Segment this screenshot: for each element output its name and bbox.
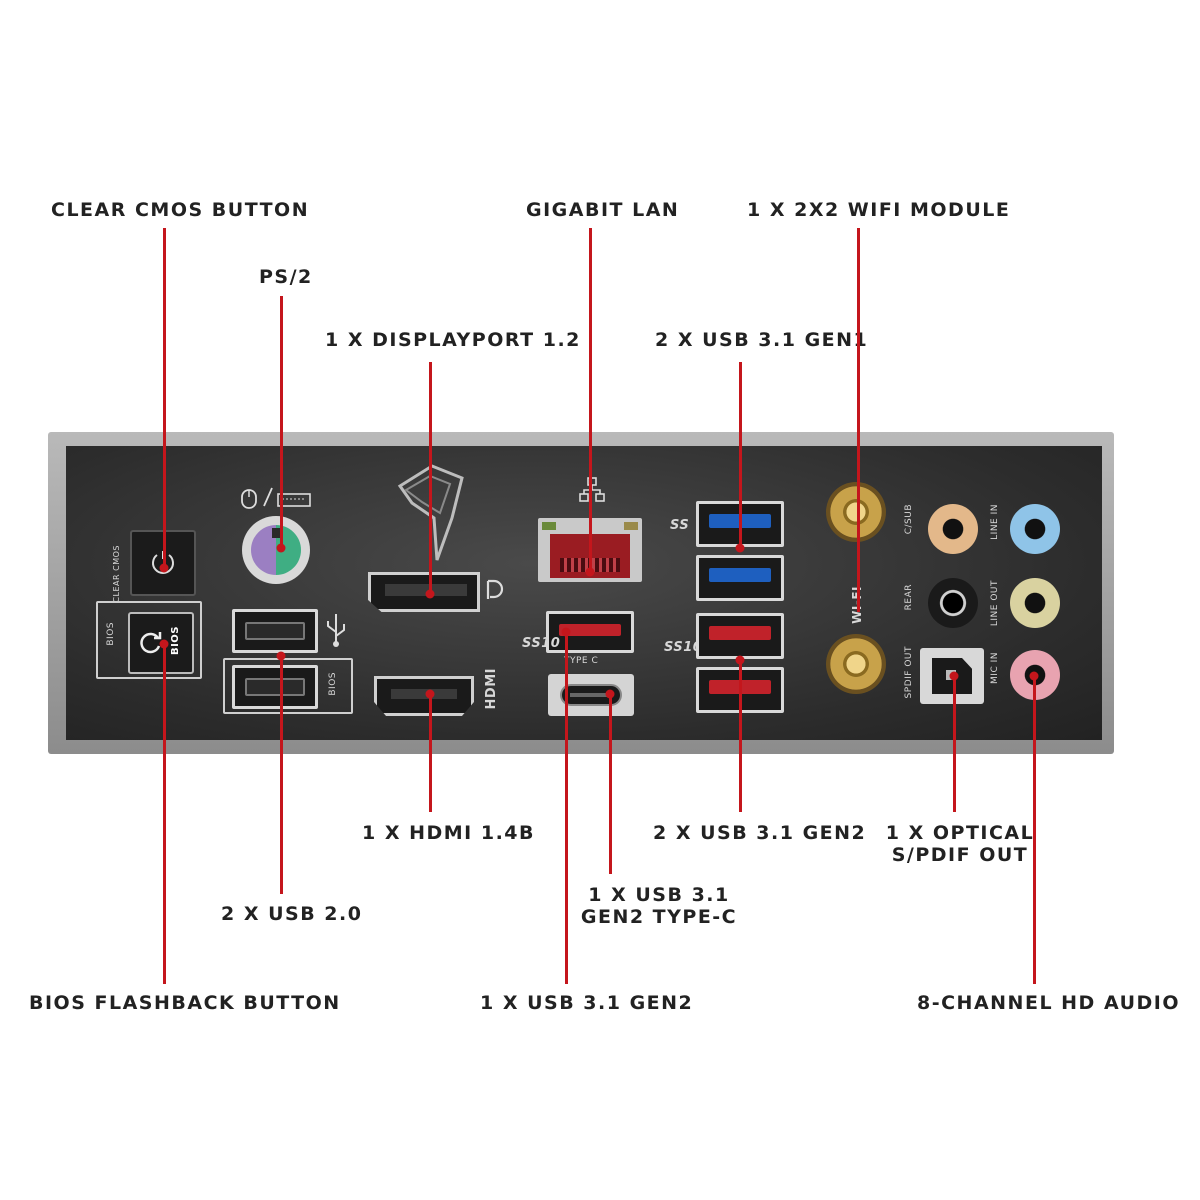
hdmi-panel-label: HDMI <box>484 668 499 710</box>
ss10-label-a: SS10 <box>522 636 561 651</box>
usb20-port-top[interactable] <box>232 609 318 653</box>
usb-icon <box>327 614 345 647</box>
leader-clear-cmos <box>163 228 166 568</box>
leader-dot-bios-flashback <box>159 639 169 649</box>
hdmi-port[interactable] <box>374 676 474 716</box>
gigabit-lan-callout: GIGABIT LAN <box>526 199 680 221</box>
ss-label: SS <box>670 518 690 533</box>
leader-dot-clear-cmos <box>159 563 169 573</box>
leader-dot-typec <box>605 689 615 699</box>
leader-dot-hdmi <box>425 689 435 699</box>
audio-jack-line-out[interactable] <box>1010 578 1060 628</box>
hd-audio-callout: 8-CHANNEL HD AUDIO <box>917 992 1180 1014</box>
bios-button-label: BIOS <box>170 626 181 656</box>
clear-cmos-button[interactable] <box>130 530 196 596</box>
usb31-gen2-single-callout: 1 X USB 3.1 GEN2 <box>480 992 694 1014</box>
flashback-refresh-icon <box>140 632 162 654</box>
displayport-callout: 1 X DISPLAYPORT 1.2 <box>325 329 581 351</box>
wifi-module-callout: 1 X 2X2 WIFI MODULE <box>747 199 1011 221</box>
audio-jack-line-in[interactable] <box>1010 504 1060 554</box>
clear-cmos-panel-label: CLEAR CMOS <box>112 545 121 603</box>
mouse-keyboard-icon <box>241 487 311 509</box>
bios-panel-label: BIOS <box>106 622 116 646</box>
leader-usb31-gen1 <box>739 362 742 548</box>
ps2-port[interactable] <box>242 516 310 584</box>
leader-hd-audio <box>1033 676 1036 984</box>
leader-ps2 <box>280 296 283 548</box>
c-sub-label: C/SUB <box>904 504 914 535</box>
leader-bios-flashback <box>163 644 166 984</box>
leader-dot-optical <box>949 671 959 681</box>
leader-dot-usb20 <box>276 651 286 661</box>
audio-jack-csub[interactable] <box>928 504 978 554</box>
leader-lan <box>589 228 592 572</box>
ps2-callout: PS/2 <box>259 266 313 288</box>
wifi-antenna-connector-top[interactable] <box>826 482 886 542</box>
usb20-callout: 2 X USB 2.0 <box>221 903 363 925</box>
rear-label: REAR <box>904 584 914 611</box>
hdmi-callout: 1 X HDMI 1.4B <box>362 822 536 844</box>
leader-usb20 <box>280 656 283 894</box>
optical-callout-line2: S/PDIF OUT <box>891 844 1029 866</box>
rog-logo-icon <box>397 464 464 561</box>
leader-usb31-gen2-pair <box>739 660 742 812</box>
leader-displayport <box>429 362 432 594</box>
bios-flashback-frame <box>96 601 202 679</box>
leader-dot-usb31-gen2-single <box>561 627 571 637</box>
displayport-icon <box>486 579 504 599</box>
leader-dot-usb31-gen1 <box>735 543 745 553</box>
usb20-port-bottom[interactable] <box>232 665 318 709</box>
leader-dot-usb31-gen2-pair <box>735 655 745 665</box>
leader-dot-lan <box>585 567 595 577</box>
displayport-port[interactable] <box>368 572 480 612</box>
usb31-gen1-callout: 2 X USB 3.1 GEN1 <box>655 329 869 351</box>
bios-flashback-callout: BIOS FLASHBACK BUTTON <box>29 992 341 1014</box>
mic-in-label: MIC IN <box>990 652 1000 684</box>
type-c-panel-label: TYPE C <box>564 656 599 666</box>
ss10-label-b: SS10 <box>664 640 703 655</box>
leader-dot-displayport <box>425 589 435 599</box>
audio-jack-rear[interactable] <box>928 578 978 628</box>
leader-wifi <box>857 228 860 612</box>
line-in-label: LINE IN <box>990 504 1000 540</box>
wifi-antenna-connector-bottom[interactable] <box>826 634 886 694</box>
leader-hdmi <box>429 694 432 812</box>
leader-optical <box>953 676 956 812</box>
line-out-label: LINE OUT <box>990 580 1000 627</box>
optical-callout-line1: 1 X OPTICAL <box>885 822 1035 844</box>
clear-cmos-callout: CLEAR CMOS BUTTON <box>51 199 310 221</box>
network-icon <box>579 477 605 502</box>
usb31-typec-port[interactable] <box>548 674 634 716</box>
leader-dot-ps2 <box>276 543 286 553</box>
usb31-gen2-port-top[interactable] <box>696 613 784 659</box>
leader-usb31-gen2-single <box>565 632 568 984</box>
leader-typec <box>609 694 612 874</box>
usb31-gen2-typea-port[interactable] <box>546 611 634 653</box>
optical-callout: 1 X OPTICAL S/PDIF OUT <box>886 822 1034 866</box>
usb31-gen1-port-bottom[interactable] <box>696 555 784 601</box>
bios-usb-label: BIOS <box>328 672 338 696</box>
usb31-typec-callout-line2: GEN2 TYPE-C <box>580 906 738 928</box>
usb31-gen2-pair-callout: 2 X USB 3.1 GEN2 <box>653 822 867 844</box>
usb20-bios-frame <box>223 658 353 714</box>
usb31-typec-callout: 1 X USB 3.1 GEN2 TYPE-C <box>581 884 737 928</box>
usb31-typec-callout-line1: 1 X USB 3.1 <box>588 884 730 906</box>
leader-dot-hd-audio <box>1029 671 1039 681</box>
spdif-out-label: SPDIF OUT <box>904 646 914 699</box>
